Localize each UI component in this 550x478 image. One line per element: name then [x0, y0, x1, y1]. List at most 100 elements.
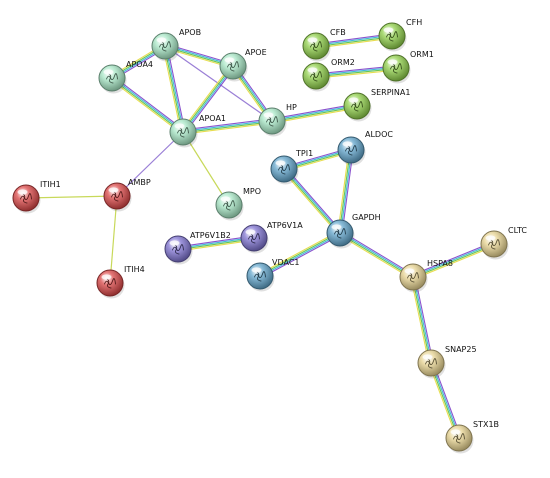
edge-strand — [272, 107, 358, 124]
protein-structure-icon — [106, 73, 118, 84]
node-ambp[interactable]: AMBP — [103, 178, 151, 212]
node-hp[interactable]: HP — [258, 103, 297, 137]
edge-strand — [414, 276, 434, 363]
edge-strand — [412, 241, 494, 276]
node-itih4[interactable]: ITIH4 — [96, 265, 145, 299]
node-highlight — [174, 123, 185, 129]
edge-apoe-apoa1 — [180, 64, 236, 134]
node-serpina1[interactable]: SERPINA1 — [343, 88, 410, 122]
protein-structure-icon — [248, 233, 260, 244]
edge-strand — [112, 77, 184, 132]
node-sphere — [151, 32, 179, 60]
edge-apoa1-ambp — [116, 131, 184, 197]
edge-strand — [316, 69, 397, 79]
node-vdac1[interactable]: VDAC1 — [246, 258, 300, 292]
node-orm1[interactable]: ORM1 — [382, 50, 434, 84]
node-atp6v1a[interactable]: ATP6V1A — [240, 221, 303, 254]
edge-strand — [282, 170, 339, 235]
protein-structure-icon — [425, 358, 437, 369]
node-sphere — [270, 155, 298, 183]
node-highlight — [263, 112, 274, 118]
node-atp6v1b2[interactable]: ATP6V1B2 — [164, 231, 231, 265]
edge-strand — [182, 131, 230, 206]
edge-strand — [413, 276, 433, 363]
node-label: GAPDH — [352, 213, 381, 222]
edge-strand — [337, 149, 350, 233]
protein-structure-icon — [407, 272, 419, 283]
node-label: ATP6V1A — [267, 221, 303, 230]
edge-strand — [340, 150, 353, 234]
protein-structure-icon — [310, 41, 322, 52]
node-cfb[interactable]: CFB — [302, 28, 346, 62]
node-apoa1[interactable]: APOA1 — [169, 114, 226, 148]
node-hspa8[interactable]: HSPA8 — [399, 259, 453, 293]
protein-structure-icon — [310, 71, 322, 82]
edge-strand — [116, 131, 184, 197]
node-label: AMBP — [128, 178, 151, 187]
edge-strand — [413, 244, 495, 279]
node-highlight — [101, 274, 112, 280]
edge-strand — [340, 231, 414, 277]
node-apoa4[interactable]: APOA4 — [98, 60, 153, 94]
edge-strand — [271, 104, 357, 121]
node-cfh[interactable]: CFH — [378, 18, 422, 52]
node-label: ORM2 — [331, 58, 355, 67]
node-orm2[interactable]: ORM2 — [302, 58, 355, 92]
node-gapdh[interactable]: GAPDH — [326, 213, 381, 249]
edge-strand — [272, 106, 358, 123]
edge-strand — [183, 122, 273, 135]
node-itih1[interactable]: ITIH1 — [12, 180, 61, 214]
node-label: SNAP25 — [445, 345, 477, 354]
node-highlight — [108, 187, 119, 193]
node-sphere — [445, 424, 473, 452]
protein-structure-icon — [266, 116, 278, 127]
edge-strand — [182, 118, 272, 131]
node-aldoc[interactable]: ALDOC — [337, 130, 393, 166]
node-highlight — [156, 37, 167, 43]
node-sphere — [337, 136, 365, 164]
edge-hspa8-snap25 — [410, 276, 434, 364]
edge-strand — [340, 230, 415, 276]
node-sphere — [240, 224, 268, 252]
protein-structure-icon — [488, 239, 500, 250]
node-label: CFH — [406, 18, 422, 27]
node-sphere — [164, 235, 192, 263]
edge-strand — [339, 233, 413, 279]
edge-strand — [184, 66, 236, 134]
edge-strand — [111, 78, 183, 133]
node-label: ITIH4 — [124, 265, 145, 274]
edge-apob-apoa1 — [162, 45, 186, 133]
node-highlight — [383, 27, 394, 33]
node-label: APOA4 — [126, 60, 153, 69]
node-highlight — [331, 224, 342, 230]
node-stx1b[interactable]: STX1B — [445, 420, 499, 454]
edge-itih1-ambp — [25, 195, 118, 199]
node-apob[interactable]: APOB — [151, 28, 201, 62]
edge-strand — [285, 167, 342, 232]
edge-strand — [182, 65, 233, 132]
node-mpo[interactable]: MPO — [215, 187, 261, 221]
edge-aldoc-gapdh — [337, 149, 354, 234]
protein-structure-icon — [227, 61, 239, 72]
edge-strand — [182, 119, 272, 132]
node-label: TPI1 — [295, 149, 313, 158]
node-cltc[interactable]: CLTC — [480, 226, 527, 260]
node-apoe[interactable]: APOE — [219, 48, 267, 82]
node-sphere — [480, 230, 508, 258]
node-sphere — [215, 191, 243, 219]
node-highlight — [245, 229, 256, 235]
node-label: CFB — [330, 28, 346, 37]
node-highlight — [103, 69, 114, 75]
edge-strand — [166, 45, 186, 132]
node-sphere — [302, 62, 330, 90]
node-tpi1[interactable]: TPI1 — [270, 149, 313, 185]
edge-strand — [112, 75, 185, 131]
protein-structure-icon — [104, 278, 116, 289]
node-snap25[interactable]: SNAP25 — [417, 345, 477, 379]
node-label: VDAC1 — [272, 258, 300, 267]
edge-strand — [162, 46, 182, 133]
protein-structure-icon — [159, 41, 171, 52]
edge-apoa4-apoa1 — [110, 75, 185, 135]
edge-strand — [428, 363, 458, 439]
protein-structure-icon — [172, 244, 184, 255]
